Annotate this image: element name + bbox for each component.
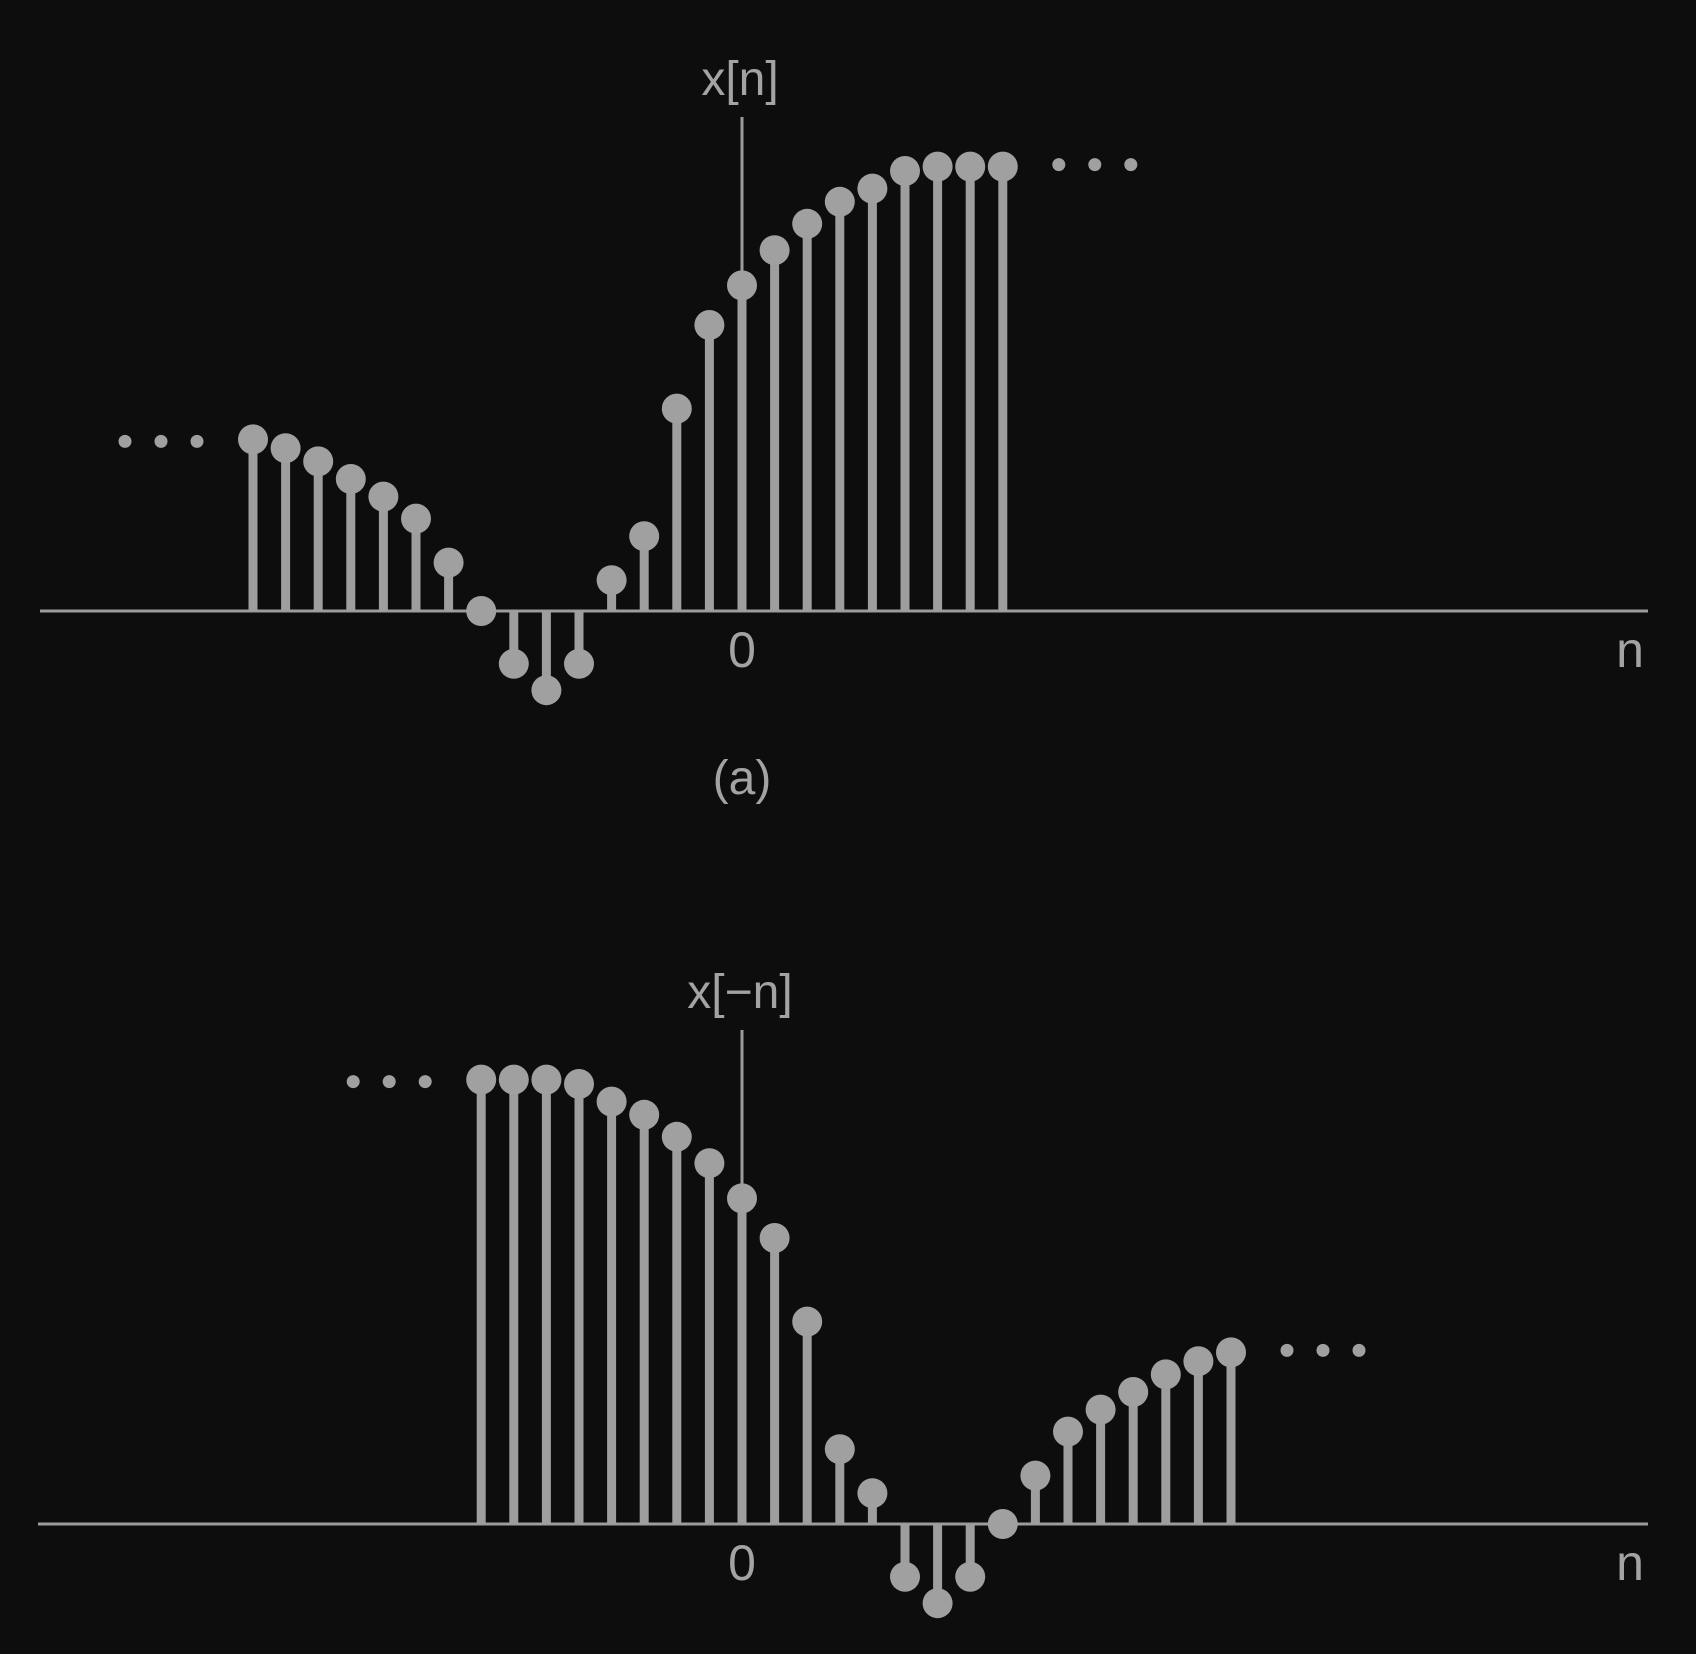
stem-head [824, 1434, 855, 1465]
stem-head [759, 1223, 790, 1253]
stem-head [857, 1478, 888, 1509]
stem-head [792, 1306, 823, 1337]
stem-head [955, 1561, 986, 1592]
stem-head [792, 208, 823, 239]
stem-head [466, 596, 497, 626]
ellipsis-dot [190, 434, 204, 448]
stem-head [857, 173, 888, 204]
stem-head [1020, 1460, 1051, 1491]
ellipsis-dot [1316, 1343, 1330, 1357]
stem-head [759, 235, 790, 266]
stem-head [498, 1064, 529, 1095]
stem-series [466, 1064, 1246, 1619]
stem-head [824, 186, 855, 217]
stem-head [922, 151, 953, 182]
stem-series [238, 151, 1018, 706]
origin-tick-label: 0 [728, 1535, 756, 1591]
stem-head [564, 648, 594, 679]
stem-head [531, 675, 562, 706]
stem-head [890, 1561, 920, 1592]
ellipsis-dot [154, 434, 168, 448]
stem-head [727, 1183, 757, 1214]
stem-head [694, 310, 725, 340]
stem-head [955, 151, 986, 182]
origin-tick-label: 0 [728, 622, 756, 678]
ellipsis-dot [418, 1075, 432, 1089]
stem-head [303, 446, 334, 477]
stem-head [368, 481, 399, 512]
stem-head [727, 270, 757, 301]
ellipsis-dot [1352, 1343, 1366, 1357]
stem-head [401, 503, 431, 534]
stem-head [1216, 1337, 1246, 1368]
ellipsis-left [346, 1075, 432, 1089]
stem-head [661, 393, 692, 424]
stem-head [335, 464, 366, 494]
x-axis-label: n [1616, 622, 1644, 678]
x-axis-label: n [1616, 1535, 1644, 1591]
ellipsis-dot [382, 1075, 396, 1089]
panel-time-reversal-original: x[n] 0 n (a) [40, 53, 1648, 805]
stem-head [694, 1148, 725, 1179]
ellipsis-dot [1088, 158, 1102, 172]
stem-head [987, 151, 1018, 182]
stem-head [531, 1064, 562, 1095]
stem-head [270, 433, 301, 464]
stem-head [890, 156, 920, 186]
ellipsis-right [1052, 158, 1138, 172]
stem-head [1118, 1377, 1149, 1407]
stem-head [1183, 1346, 1214, 1377]
ellipsis-dot [1124, 158, 1138, 172]
panel-time-reversal-reflected: x[−n] 0 n [38, 966, 1648, 1619]
stem-head [1053, 1416, 1083, 1447]
ellipsis-left [118, 434, 204, 448]
ellipsis-right [1280, 1343, 1366, 1357]
y-axis-label: x[n] [701, 53, 778, 106]
stem-head [629, 521, 660, 552]
ellipsis-dot [346, 1075, 360, 1089]
stem-head [1085, 1394, 1116, 1425]
ellipsis-dot [118, 434, 132, 448]
stem-head [238, 424, 268, 455]
y-axis-label: x[−n] [687, 966, 792, 1019]
stem-head [922, 1588, 953, 1619]
panel-label: (a) [713, 752, 772, 805]
stem-head [1150, 1359, 1181, 1390]
stem-head [564, 1069, 594, 1099]
stem-head [433, 547, 464, 578]
stem-head [661, 1121, 692, 1152]
ellipsis-dot [1052, 158, 1066, 172]
stem-head [596, 1086, 627, 1117]
stem-head [987, 1509, 1018, 1539]
stem-head [498, 648, 529, 679]
stem-head [629, 1099, 660, 1130]
stem-head [596, 565, 627, 596]
ellipsis-dot [1280, 1343, 1294, 1357]
stem-head [466, 1064, 497, 1095]
